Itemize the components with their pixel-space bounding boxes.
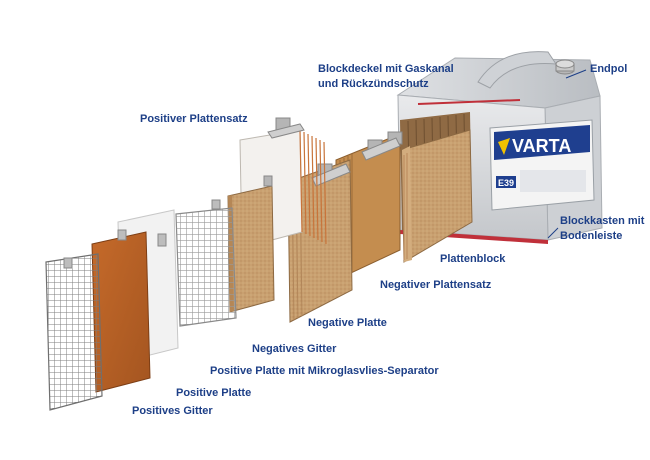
negative-platte-stack <box>287 159 353 323</box>
label-blockdeckel: Blockdeckel mit Gaskanal und Rückzündsch… <box>318 62 454 92</box>
label-endpol: Endpol <box>590 63 628 75</box>
label-positive-platte-separator: Positive Platte mit Mikroglasvlies-Separ… <box>210 365 439 377</box>
positives-gitter <box>45 253 103 411</box>
model-code: E39 <box>498 178 514 188</box>
label-blockkasten-line1: Blockkasten mit <box>560 215 645 227</box>
label-plattenblock: Plattenblock <box>440 253 506 265</box>
label-positiver-plattensatz: Positiver Plattensatz <box>140 113 248 125</box>
label-positives-gitter: Positives Gitter <box>132 405 213 417</box>
varta-logo-icon <box>498 138 510 155</box>
endpol-terminal <box>555 59 575 75</box>
label-blockdeckel-line2: und Rückzündschutz <box>318 78 429 90</box>
label-blockkasten: Blockkasten mit Bodenleiste <box>560 214 644 244</box>
varta-brand: VARTA <box>512 136 571 156</box>
negatives-gitter <box>175 199 237 327</box>
label-negatives-gitter: Negatives Gitter <box>252 343 337 355</box>
label-blockdeckel-line1: Blockdeckel mit Gaskanal <box>318 63 454 75</box>
label-positive-platte: Positive Platte <box>176 387 252 399</box>
label-negative-platte: Negative Platte <box>308 317 387 329</box>
label-negativer-plattensatz: Negativer Plattensatz <box>380 279 492 291</box>
label-blockkasten-line2: Bodenleiste <box>560 230 623 242</box>
plattenblock <box>401 129 473 263</box>
